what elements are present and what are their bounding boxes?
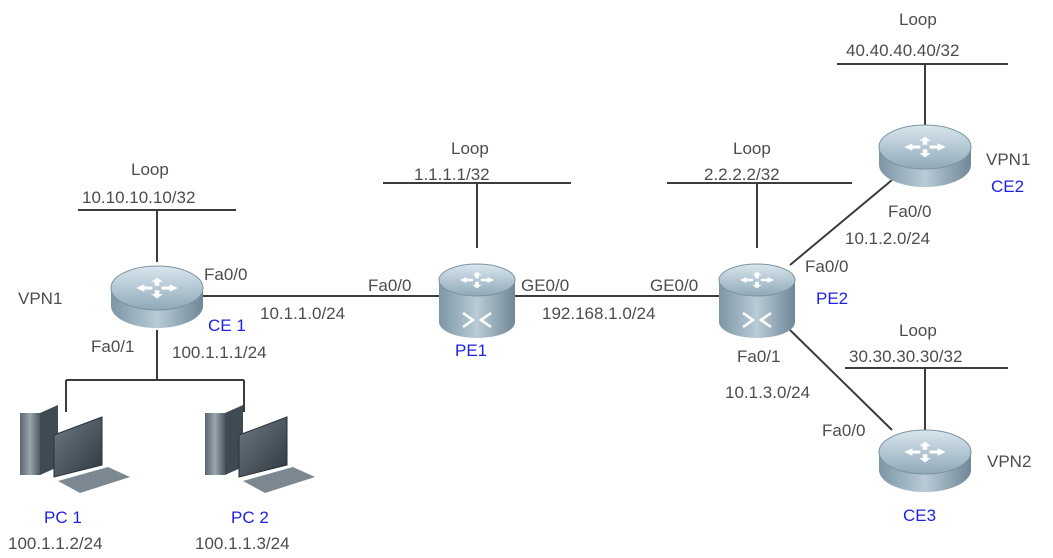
ce3-name: CE3 bbox=[903, 506, 936, 525]
router-pe1[interactable] bbox=[438, 263, 516, 338]
ce2-loop-address: 40.40.40.40/32 bbox=[846, 41, 959, 60]
link-pe1-pe2-subnet: 192.168.1.0/24 bbox=[542, 304, 655, 323]
pc2[interactable] bbox=[205, 405, 315, 493]
ce3-port-fa00: Fa0/0 bbox=[822, 421, 865, 440]
switch-router-icon bbox=[438, 263, 516, 338]
ce2-port-fa00: Fa0/0 bbox=[888, 202, 931, 221]
pe2-loop-address: 2.2.2.2/32 bbox=[704, 165, 780, 184]
pe1-port-ge00: GE0/0 bbox=[521, 276, 569, 295]
ce1-loop-label: Loop bbox=[131, 160, 169, 179]
pe1-loop-address: 1.1.1.1/32 bbox=[414, 165, 490, 184]
router-ce1[interactable] bbox=[110, 265, 204, 328]
pe1-port-fa00: Fa0/0 bbox=[368, 276, 411, 295]
pe2-name: PE2 bbox=[816, 289, 848, 308]
pe2-port-fa01: Fa0/1 bbox=[737, 347, 780, 366]
link-pe2-ce3 bbox=[789, 329, 893, 431]
switch-router-icon bbox=[718, 263, 796, 338]
ce1-vpn-label: VPN1 bbox=[18, 289, 62, 308]
pc2-address: 100.1.1.3/24 bbox=[195, 534, 290, 553]
ce1-lan-address: 100.1.1.1/24 bbox=[172, 343, 267, 362]
pe2-port-ge00: GE0/0 bbox=[650, 276, 698, 295]
ce3-vpn-label: VPN2 bbox=[987, 452, 1031, 471]
links bbox=[65, 63, 1008, 431]
pc1[interactable] bbox=[20, 405, 130, 493]
link-pe2-ce2 bbox=[789, 179, 893, 266]
pc1-name: PC 1 bbox=[44, 508, 82, 527]
ce3-loop-label: Loop bbox=[899, 321, 937, 340]
router-ce3[interactable] bbox=[878, 429, 972, 492]
ce2-loop-label: Loop bbox=[899, 10, 937, 29]
ce3-loop-address: 30.30.30.30/32 bbox=[849, 347, 962, 366]
ce1-name: CE 1 bbox=[208, 316, 246, 335]
ce1-port-fa01: Fa0/1 bbox=[91, 337, 134, 356]
router-pe2[interactable] bbox=[718, 263, 796, 338]
link-pe2-ce3-subnet: 10.1.3.0/24 bbox=[725, 383, 810, 402]
router-icon bbox=[110, 265, 204, 328]
pe2-loop-label: Loop bbox=[733, 139, 771, 158]
pc1-address: 100.1.1.2/24 bbox=[8, 534, 103, 553]
pc2-name: PC 2 bbox=[231, 508, 269, 527]
ce2-name: CE2 bbox=[991, 177, 1024, 196]
pc-icon bbox=[20, 405, 130, 493]
router-icon bbox=[878, 124, 972, 187]
ce1-port-fa00: Fa0/0 bbox=[204, 265, 247, 284]
pe1-name: PE1 bbox=[455, 341, 487, 360]
router-ce2[interactable] bbox=[878, 124, 972, 187]
router-icon bbox=[878, 429, 972, 492]
pe2-port-fa00: Fa0/0 bbox=[805, 257, 848, 276]
link-ce1-pe1-subnet: 10.1.1.0/24 bbox=[260, 304, 345, 323]
pc-icon bbox=[205, 405, 315, 493]
ce1-loop-address: 10.10.10.10/32 bbox=[82, 188, 195, 207]
pe1-loop-label: Loop bbox=[451, 139, 489, 158]
link-pe2-ce2-subnet: 10.1.2.0/24 bbox=[845, 229, 930, 248]
ce2-vpn-label: VPN1 bbox=[986, 150, 1030, 169]
